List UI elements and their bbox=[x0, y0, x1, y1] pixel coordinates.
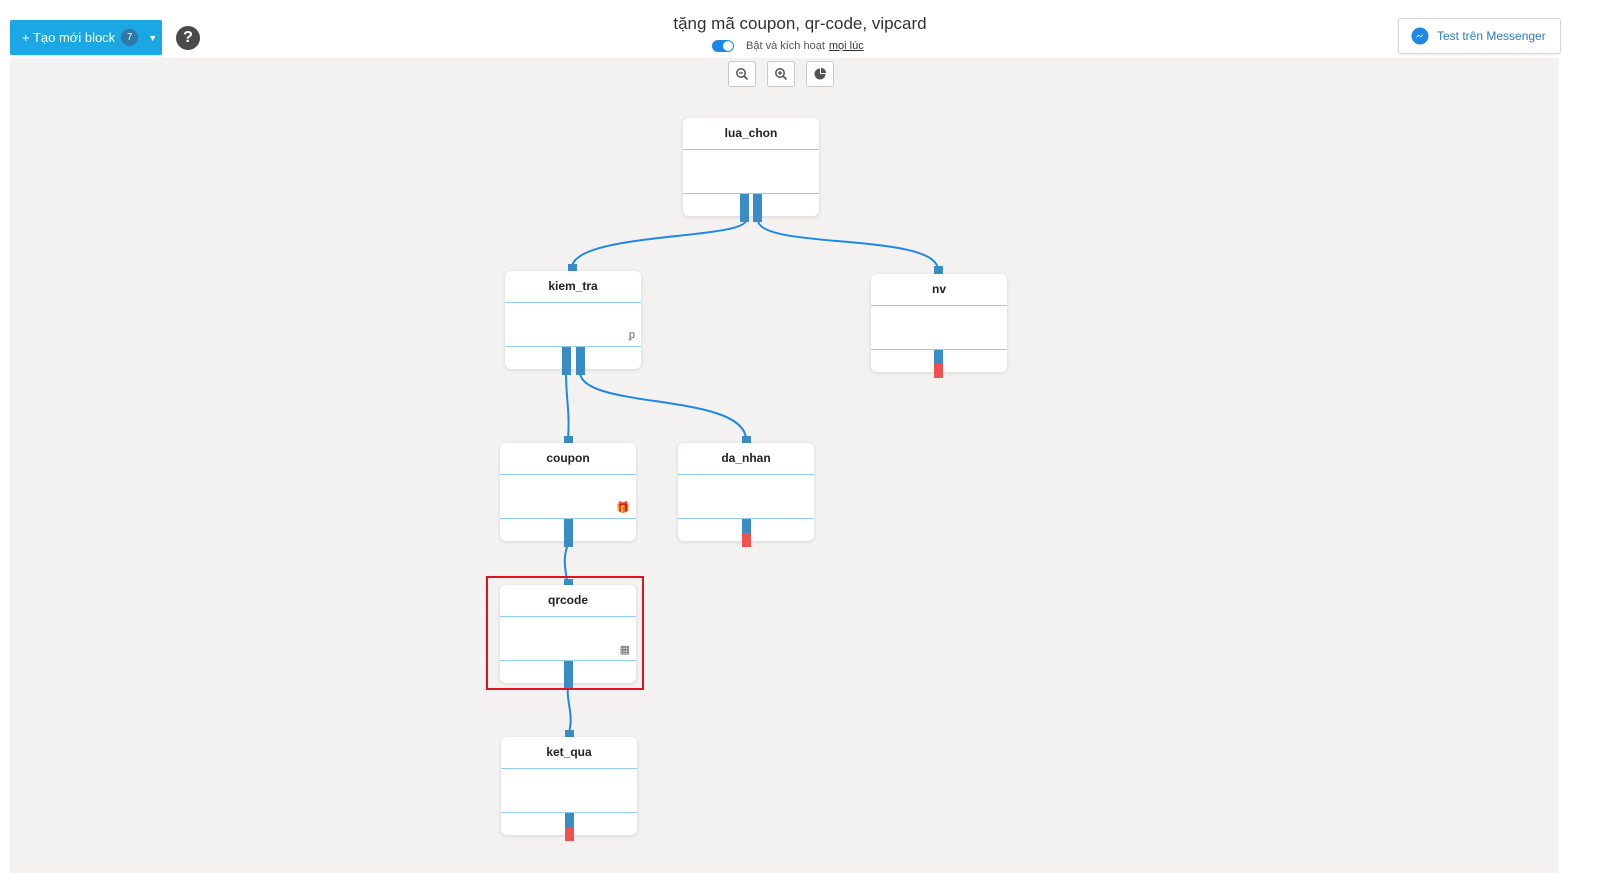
output-port[interactable] bbox=[576, 347, 585, 375]
gift-icon: 🎁 bbox=[616, 502, 630, 514]
block-title: kiem_tra bbox=[505, 271, 641, 303]
block-title: nv bbox=[871, 274, 1007, 306]
zoom-in-button[interactable] bbox=[767, 61, 795, 87]
status-prefix: Bật và kích hoạt bbox=[746, 40, 825, 52]
end-port[interactable] bbox=[934, 364, 943, 378]
block-title: qrcode bbox=[500, 585, 636, 617]
top-toolbar: + Tạo mới block 7 ▼ ? tặng mã coupon, qr… bbox=[0, 0, 1600, 58]
messenger-label: Test trên Messenger bbox=[1437, 29, 1546, 43]
zoom-out-button[interactable] bbox=[728, 61, 756, 87]
block-divider bbox=[505, 346, 641, 347]
branch-icon: ᵱ bbox=[628, 329, 635, 341]
stats-button[interactable] bbox=[806, 61, 834, 87]
block-kiem_tra[interactable]: kiem_tra ᵱ bbox=[505, 271, 641, 369]
block-title: da_nhan bbox=[678, 443, 814, 475]
block-divider bbox=[501, 812, 637, 813]
block-title: coupon bbox=[500, 443, 636, 475]
block-divider bbox=[683, 193, 819, 194]
zoom-out-icon bbox=[736, 68, 749, 81]
create-block-label: + Tạo mới block bbox=[22, 30, 116, 45]
output-port[interactable] bbox=[565, 813, 574, 827]
active-toggle[interactable] bbox=[712, 40, 734, 52]
qrcode-icon: ▦ bbox=[619, 644, 630, 656]
output-port[interactable] bbox=[564, 661, 573, 689]
block-divider bbox=[871, 349, 1007, 350]
block-ket_qua[interactable]: ket_qua bbox=[501, 737, 637, 835]
block-lua_chon[interactable]: lua_chon bbox=[683, 118, 819, 216]
chevron-down-icon[interactable]: ▼ bbox=[148, 32, 158, 43]
output-port[interactable] bbox=[564, 519, 573, 547]
zoom-in-icon bbox=[775, 68, 788, 81]
schedule-link[interactable]: mọi lúc bbox=[828, 40, 864, 52]
block-divider bbox=[500, 660, 636, 661]
end-port[interactable] bbox=[742, 533, 751, 547]
input-port[interactable] bbox=[934, 266, 943, 280]
create-block-button[interactable]: + Tạo mới block 7 ▼ bbox=[10, 20, 162, 55]
pie-chart-icon bbox=[814, 67, 827, 80]
output-port[interactable] bbox=[753, 194, 762, 222]
test-messenger-button[interactable]: Test trên Messenger bbox=[1398, 18, 1561, 54]
block-count-badge: 7 bbox=[121, 29, 139, 46]
output-port[interactable] bbox=[562, 347, 571, 375]
block-title: ket_qua bbox=[501, 737, 637, 769]
end-port[interactable] bbox=[565, 827, 574, 841]
block-divider bbox=[678, 518, 814, 519]
output-port[interactable] bbox=[740, 194, 749, 222]
output-port[interactable] bbox=[934, 350, 943, 364]
block-title: lua_chon bbox=[683, 118, 819, 150]
flow-status: Bật và kích hoạt mọi lúc bbox=[712, 38, 864, 54]
output-port[interactable] bbox=[742, 519, 751, 533]
question-circle-icon[interactable]: ? bbox=[176, 26, 200, 50]
flow-title: tặng mã coupon, qr-code, vipcard bbox=[673, 14, 927, 33]
messenger-icon bbox=[1411, 27, 1429, 45]
block-divider bbox=[500, 518, 636, 519]
